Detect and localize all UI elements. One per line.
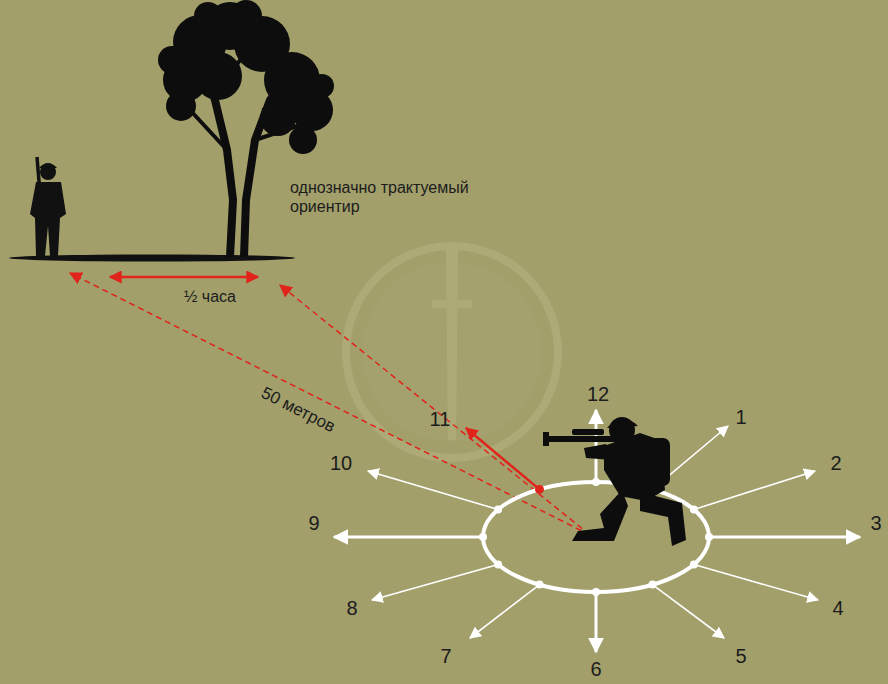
clock-number: 12 bbox=[587, 382, 609, 406]
sight-line bbox=[280, 285, 590, 535]
clock-number: 1 bbox=[735, 405, 746, 429]
clock-number: 3 bbox=[870, 511, 881, 535]
clock-number: 9 bbox=[308, 511, 319, 535]
clock-number: 10 bbox=[330, 451, 352, 475]
watermark bbox=[346, 246, 558, 458]
clock-number: 11 bbox=[430, 407, 451, 431]
shooter-figure bbox=[543, 417, 686, 546]
clock-ring bbox=[483, 482, 709, 592]
sight-line bbox=[70, 273, 590, 535]
clock-number: 4 bbox=[832, 596, 843, 620]
tree-landmark bbox=[158, 0, 334, 257]
interval-label: ½ часа bbox=[184, 287, 236, 306]
distance-label: 50 метров bbox=[258, 383, 339, 437]
interval-arrow bbox=[110, 276, 258, 279]
clock-dots bbox=[479, 478, 713, 596]
direction-dot bbox=[535, 485, 544, 494]
clock-number: 6 bbox=[590, 657, 601, 681]
clock-number: 7 bbox=[440, 644, 451, 668]
clock-number: 8 bbox=[346, 596, 357, 620]
clock-arrows bbox=[334, 410, 860, 652]
clock-number: 5 bbox=[735, 644, 746, 668]
soldier-figure bbox=[30, 157, 66, 256]
direction-arrow bbox=[466, 428, 540, 489]
clock-number: 2 bbox=[830, 451, 841, 475]
landmark-note: однозначно трактуемый ориентир bbox=[290, 178, 540, 216]
